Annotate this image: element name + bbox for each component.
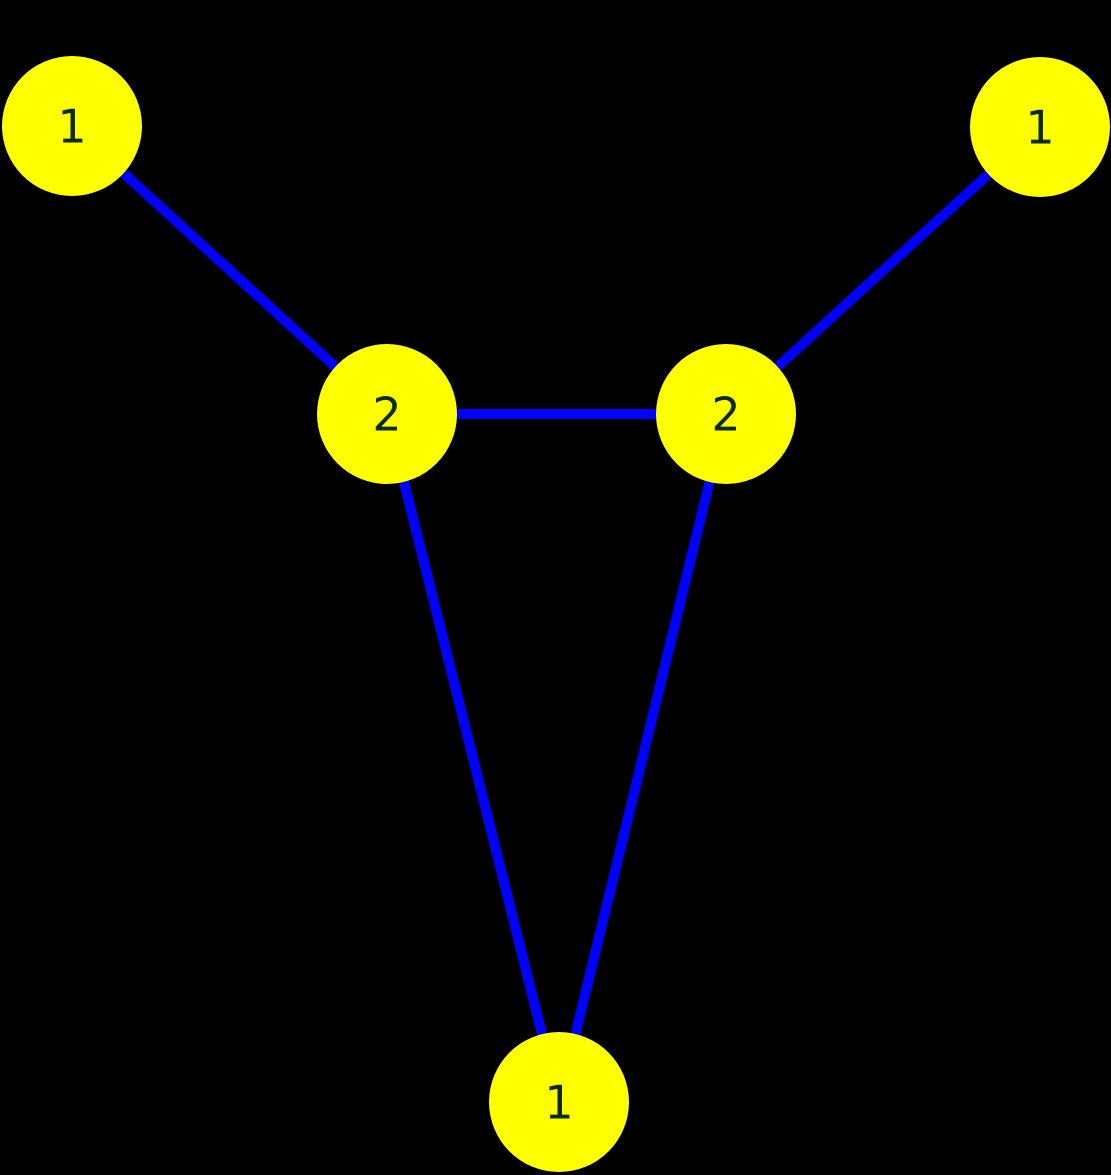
graph-edge-top-right-mid-right — [722, 123, 1044, 418]
graph-edge-top-left-mid-left — [68, 122, 391, 418]
graph-node-mid-right: 2 — [656, 344, 796, 484]
edges-layer — [68, 122, 1044, 1104]
node-circle-mid-left — [317, 344, 457, 484]
graph-edge-mid-right-bottom — [554, 412, 731, 1104]
graph-node-mid-left: 2 — [317, 344, 457, 484]
node-circle-top-right — [970, 57, 1110, 197]
graph-node-top-right: 1 — [970, 57, 1110, 197]
node-label-top-left: 1 — [57, 100, 86, 154]
node-label-bottom: 1 — [544, 1076, 573, 1130]
node-label-mid-left: 2 — [372, 388, 401, 442]
node-label-top-right: 1 — [1025, 101, 1054, 155]
node-circle-bottom — [489, 1032, 629, 1172]
graph-node-bottom: 1 — [489, 1032, 629, 1172]
node-circle-mid-right — [656, 344, 796, 484]
node-label-mid-right: 2 — [711, 388, 740, 442]
nodes-layer: 1 1 2 2 1 — [2, 56, 1110, 1172]
graph-node-top-left: 1 — [2, 56, 142, 196]
graph-edge-mid-left-bottom — [382, 412, 564, 1104]
node-circle-top-left — [2, 56, 142, 196]
